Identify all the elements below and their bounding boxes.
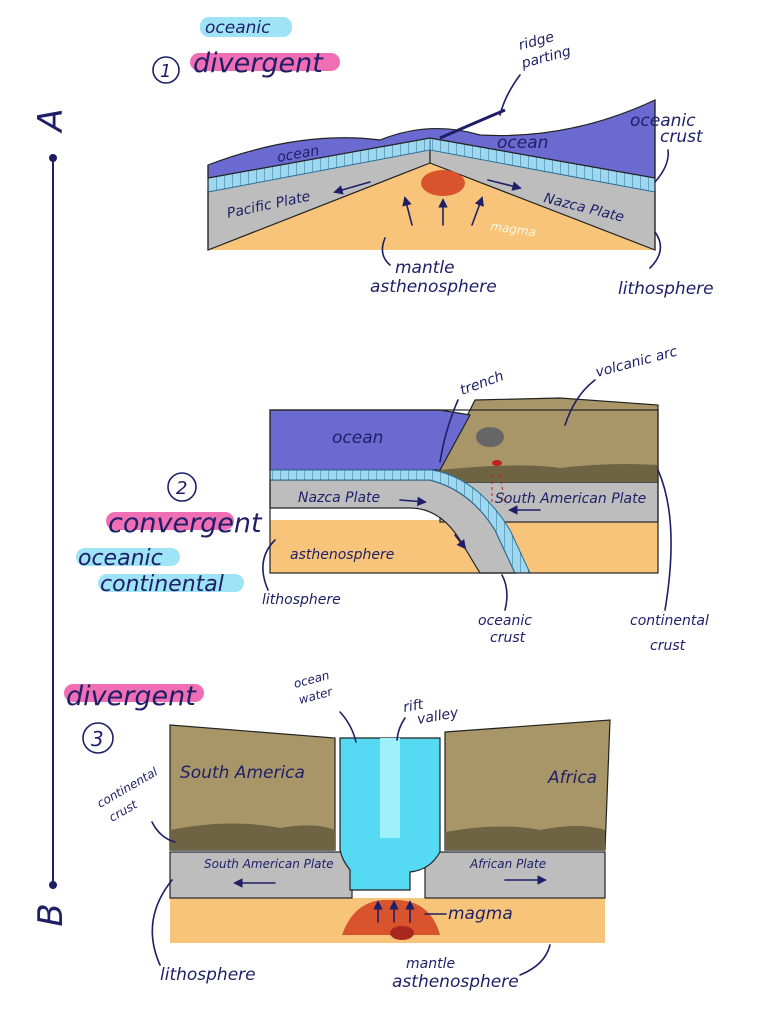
mantle-pointer <box>381 237 391 266</box>
rift-valley-pointer <box>396 717 406 741</box>
oceanic-crust-label-2: crust <box>660 127 704 147</box>
ridge-line <box>439 108 506 140</box>
section2-type: convergent <box>108 508 263 539</box>
mantle-label: mantle <box>395 258 455 278</box>
trench-label: trench <box>458 368 506 399</box>
magma-chamber <box>492 460 502 466</box>
highlight-pink <box>190 53 340 71</box>
ridge-pointer <box>499 74 521 116</box>
oceanic-crust-label: oceanic <box>630 111 696 131</box>
highlight-pink <box>106 512 234 530</box>
continental-crust-dark <box>440 464 658 482</box>
highlight-pink <box>64 684 204 702</box>
magma-blob <box>342 899 440 935</box>
volcanic-arc-pointer <box>564 379 596 426</box>
mantle-label: mantle <box>406 956 455 972</box>
diagram1-oceanic-divergent: ridge parting ocean ocean oceanic crust … <box>207 29 714 299</box>
section1-heading: oceanic 1 divergent <box>152 17 340 84</box>
rift-water-highlight <box>380 738 400 838</box>
oceanic-crust-label: oceanic <box>478 613 532 629</box>
section1-number-circle <box>152 56 180 84</box>
section2-category-2: continental <box>100 572 224 597</box>
africa-crust-dark <box>445 826 605 850</box>
rift-valley-label-2: valley <box>416 705 460 728</box>
upwelling-arrow <box>471 196 484 226</box>
diagram3-continental-divergent: ocean water rift valley South America Af… <box>95 668 611 992</box>
continental-crust-label: continental <box>630 613 709 629</box>
asthenosphere-pointer <box>519 944 551 976</box>
section2-category-1: oceanic <box>78 546 163 571</box>
section2-number-circle <box>167 472 197 502</box>
south-american-plate-label: South American Plate <box>204 857 334 871</box>
section3-heading: divergent 3 <box>64 681 204 754</box>
nazca-motion-arrow <box>487 179 522 191</box>
section2-number: 2 <box>176 478 187 499</box>
lithosphere-pointer <box>649 231 662 269</box>
highlight-blue <box>200 17 292 37</box>
magma-label: magma <box>490 219 537 239</box>
continental-crust-pointer <box>151 821 176 843</box>
magma-blob <box>421 170 465 196</box>
timeline: A B <box>31 108 71 926</box>
section3-number: 3 <box>91 727 104 751</box>
section2-heading: 2 convergent oceanic continental <box>76 472 263 597</box>
trench-pointer <box>439 399 459 463</box>
asthenosphere-region <box>208 163 655 250</box>
nazca-plate-label: Nazca Plate <box>298 490 380 506</box>
asthenosphere-label: asthenosphere <box>290 547 394 563</box>
oceanic-crust-pointer <box>654 149 670 183</box>
africa-label: Africa <box>547 768 597 788</box>
magma-rise <box>499 474 506 506</box>
african-plate-shape <box>424 851 606 899</box>
timeline-end-label: B <box>31 903 71 926</box>
timeline-end-dot <box>49 881 57 889</box>
lithosphere-pointer <box>151 879 173 966</box>
south-american-plate-shape <box>169 851 353 899</box>
asthenosphere-label: asthenosphere <box>370 277 497 297</box>
section3-type: divergent <box>66 681 197 712</box>
ocean-label-left: ocean <box>276 143 320 166</box>
rift-valley-label: rift <box>402 697 425 716</box>
section3-number-circle <box>82 722 114 754</box>
south-american-plate-label: South American Plate <box>495 491 646 507</box>
highlight-blue <box>98 574 244 592</box>
lithosphere-label: lithosphere <box>618 279 714 299</box>
african-plate-label: African Plate <box>469 857 546 871</box>
volcanic-arc-label: volcanic arc <box>594 344 680 381</box>
timeline-start-dot <box>49 154 57 162</box>
timeline-start-label: A <box>31 108 71 133</box>
oceanic-crust-pointer <box>501 574 508 611</box>
volcano-ash <box>476 427 504 447</box>
section1-number: 1 <box>160 61 171 82</box>
pacific-motion-arrow <box>333 181 371 195</box>
asthenosphere-label: asthenosphere <box>392 972 519 992</box>
highlight-blue <box>76 548 180 566</box>
nazca-motion-arrow <box>399 496 427 507</box>
lithosphere-pointer <box>262 539 276 591</box>
continental-crust-pointer <box>657 469 672 611</box>
magma-core <box>390 926 414 940</box>
south-america-crust-dark <box>170 823 335 850</box>
oceanic-crust-label-2: crust <box>490 630 526 646</box>
continental-crust-label-2: crust <box>650 638 686 654</box>
south-america-label: South America <box>180 763 305 783</box>
diagram-frame <box>269 409 659 574</box>
lithosphere-label: lithosphere <box>160 965 256 985</box>
diagram2-oceanic-continental-convergent: ocean trench volcanic arc Nazca Plate So… <box>262 344 709 654</box>
ocean-water-pointer <box>339 711 357 743</box>
subduction-arrow <box>454 534 467 550</box>
ocean-label-right: ocean <box>497 133 548 153</box>
ocean-water-shape <box>207 99 656 179</box>
ocean-label: ocean <box>332 428 383 448</box>
section1-type: divergent <box>193 48 324 79</box>
section1-category: oceanic <box>205 18 271 38</box>
upwelling-arrow <box>402 196 413 226</box>
lithosphere-label: lithosphere <box>262 592 341 608</box>
magma-label: magma <box>448 904 513 924</box>
